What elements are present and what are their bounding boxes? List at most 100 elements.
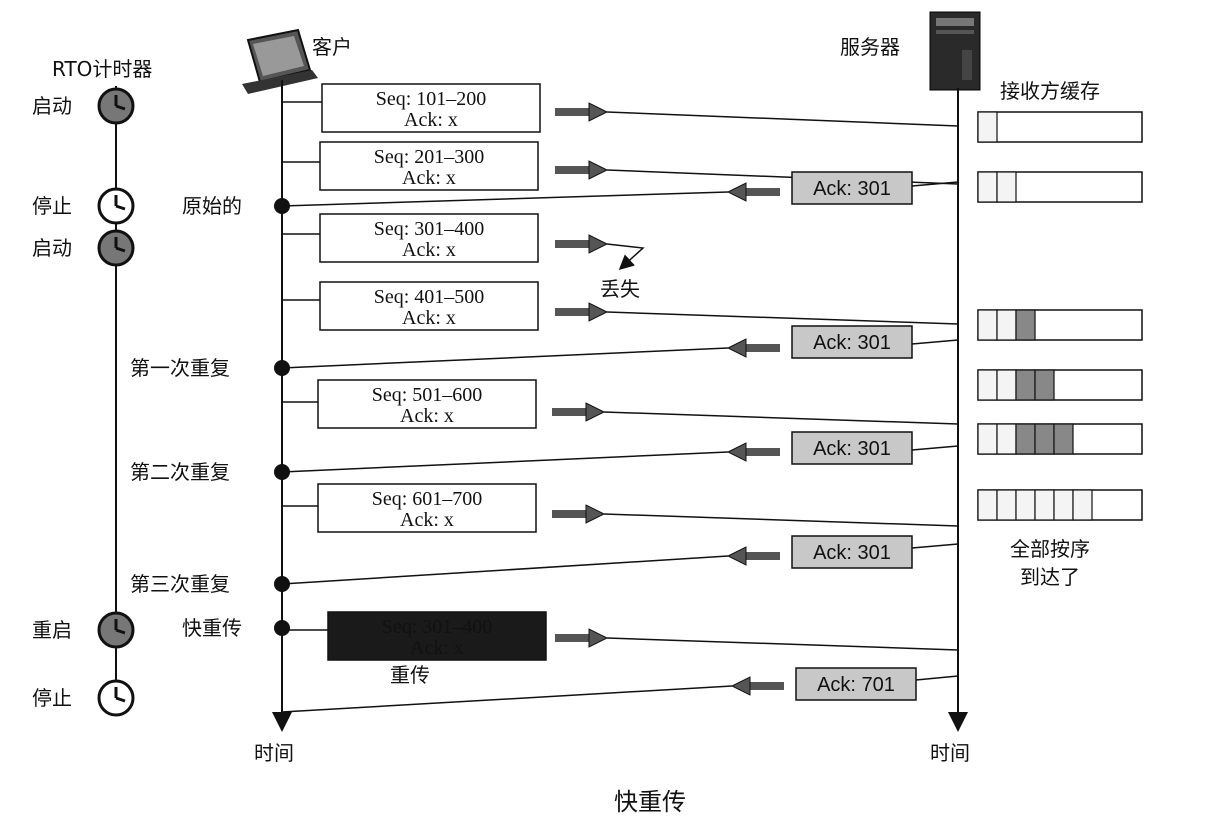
ack-box (791, 325, 913, 359)
segment-seq: Seq: 301–400 (374, 218, 485, 240)
receiver-buffer-title: 接收方缓存 (1000, 79, 1100, 103)
buffer-row (977, 489, 1143, 521)
segment-ack: Ack: x (402, 239, 456, 261)
buffer-cell (977, 369, 998, 401)
lost-arrow (606, 243, 645, 271)
ack-box (795, 667, 917, 701)
segment-ack: Ack: x (402, 307, 456, 329)
ack-line (281, 191, 729, 207)
segment-box (317, 483, 537, 533)
ack-line (281, 555, 729, 585)
buffer-note-line2: 到达了 (1020, 565, 1080, 589)
client-event-label: 第三次重复 (130, 572, 230, 596)
ack-box (791, 171, 913, 205)
client-event-label: 原始的 (182, 194, 242, 218)
right-arrow-icon (555, 234, 609, 254)
figure-caption: 快重传 (614, 788, 686, 816)
buffer-cell (1015, 489, 1036, 521)
ack-label: Ack: 301 (813, 178, 891, 200)
rto-event-label: 停止 (32, 194, 72, 218)
buffer-cell (977, 111, 998, 143)
buffer-cell (996, 309, 1017, 341)
retransmit-label: 重传 (390, 663, 430, 687)
segment-seq: Seq: 601–700 (372, 488, 483, 510)
left-arrow-icon (730, 676, 784, 696)
segment-ack: Ack: x (410, 637, 464, 659)
ack-message: Ack: 701 (281, 667, 959, 713)
segment-box (317, 379, 537, 429)
right-arrow-icon (555, 628, 609, 648)
ack-line (281, 347, 729, 369)
rto-event-label: 启动 (32, 94, 72, 118)
segment-ack: Ack: x (400, 509, 454, 531)
buffer-row (977, 369, 1143, 401)
buffer-note-line1: 全部按序 (1010, 537, 1090, 561)
client-event: 第一次重复 (130, 356, 290, 380)
segment-seq: Seq: 201–300 (374, 146, 485, 168)
client-event-label: 第二次重复 (130, 460, 230, 484)
buffer-cell (977, 309, 998, 341)
segment-box (327, 611, 547, 661)
rto-event: 重启 (32, 611, 135, 649)
event-dot (274, 620, 290, 636)
segment-line (603, 411, 959, 425)
ack-label: Ack: 301 (813, 332, 891, 354)
buffer-cell (1015, 369, 1036, 401)
right-arrow-icon (552, 402, 606, 422)
ack-message: Ack: 301 (281, 171, 959, 207)
rto-event-label: 重启 (32, 618, 72, 642)
left-arrow-icon (726, 338, 780, 358)
client-event: 快重传 (182, 616, 290, 640)
ack-message: Ack: 301 (281, 431, 959, 473)
buffer-cell (977, 171, 998, 203)
left-arrow-icon (726, 546, 780, 566)
rto-event: 停止 (32, 187, 135, 225)
ack-label: Ack: 701 (817, 674, 895, 696)
ack-line (281, 451, 729, 473)
segment-seq: Seq: 501–600 (372, 384, 483, 406)
ack-line (281, 685, 733, 713)
ack-message: Ack: 301 (281, 535, 959, 585)
segment-ack: Ack: x (404, 109, 458, 131)
buffer-row (977, 171, 1143, 203)
buffer-cell (1015, 423, 1036, 455)
segment-ack: Ack: x (400, 405, 454, 427)
buffer-cell (1034, 423, 1055, 455)
rto-event: 启动 (32, 87, 135, 125)
laptop-icon (242, 28, 318, 94)
segment-seq: Seq: 301–400 (382, 616, 493, 638)
rto-event: 停止 (32, 679, 135, 717)
rto-event-label: 停止 (32, 686, 72, 710)
ack-box (791, 431, 913, 465)
segment-line (606, 111, 959, 127)
buffer-cell (1072, 489, 1093, 521)
segment-ack: Ack: x (402, 167, 456, 189)
rto-event: 启动 (32, 229, 135, 267)
segment-seq: Seq: 101–200 (376, 88, 487, 110)
client-event: 原始的 (182, 194, 290, 218)
left-arrow-icon (726, 442, 780, 462)
server-time-label: 时间 (930, 741, 970, 765)
buffer-cell (1053, 423, 1074, 455)
buffer-cell (1034, 489, 1055, 521)
right-arrow-icon (555, 102, 609, 122)
right-arrow-icon (555, 302, 609, 322)
ack-label: Ack: 301 (813, 542, 891, 564)
client-event-label: 第一次重复 (130, 356, 230, 380)
segment-box (319, 213, 539, 263)
server-label: 服务器 (840, 35, 900, 59)
segment-line (606, 311, 959, 325)
buffer-cell (1053, 489, 1074, 521)
buffer-row (977, 423, 1143, 455)
server-icon (929, 11, 981, 91)
segment-line (603, 513, 959, 527)
right-arrow-icon (552, 504, 606, 524)
client-label: 客户 (312, 35, 352, 59)
buffer-cell (1034, 369, 1055, 401)
